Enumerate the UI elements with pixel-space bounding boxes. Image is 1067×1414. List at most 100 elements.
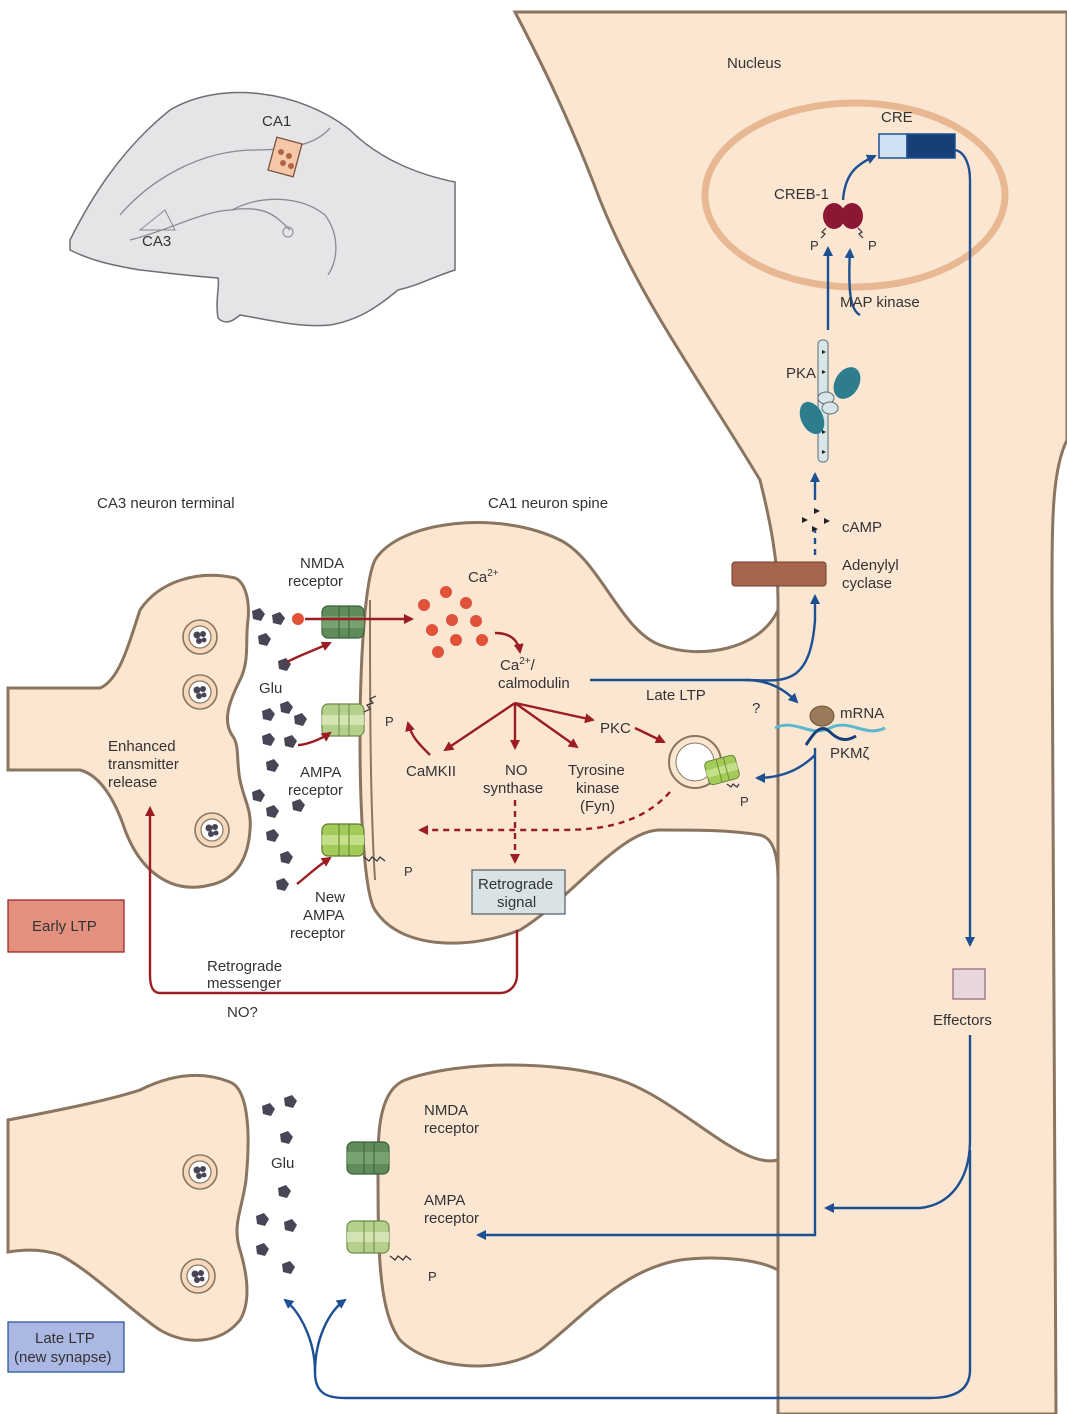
glutamate-icon [278,1185,291,1198]
creb-dimer-icon [820,203,864,239]
glutamate-icon [284,735,297,748]
camp-label: cAMP [842,519,882,536]
camkii-label: CaMKII [406,763,456,780]
ampa-label-2: receptor [288,782,343,799]
calcium-ion-icon [426,624,438,636]
synaptic-vesicle-icon [180,1258,216,1294]
glutamate-icon [262,708,275,721]
glutamate-icon [252,608,265,621]
synaptic-vesicle-icon [182,619,218,655]
mrna-label: mRNA [840,705,884,722]
ca2-label: Ca2+ [468,568,499,586]
calmodulin-ca-base: Ca [500,657,520,674]
glutamate-icon [266,805,279,818]
glutamate-icon [256,1213,269,1226]
no-synthase-label-1: NO [505,762,528,779]
ampa-label-1: AMPA [300,764,341,781]
calcium-ions [292,586,488,658]
pka-molecule-icon [799,339,861,463]
glutamate-group-lower [256,1095,297,1274]
nmda-lower-label-1: NMDA [424,1102,468,1119]
ca1-dendrite-region [512,10,1067,1414]
spine-upper-inner [369,599,376,881]
glutamate-icon [282,1261,295,1274]
effectors-label: Effectors [933,1012,992,1029]
glutamate-icon [252,789,265,802]
pkc-label: PKC [600,720,631,737]
late-ltp-legend-label-2: (new synapse) [14,1349,112,1366]
cre-label: CRE [881,109,913,126]
retrograde-signal-label-2: signal [497,894,536,911]
nmda-label-1: NMDA [300,555,344,572]
mrna-strand-icon [774,705,886,746]
early-ltp-arrows [145,614,666,995]
creb-label: CREB-1 [774,186,829,203]
retro-messenger-label-1: Retrograde [207,958,282,975]
calcium-ion-icon [292,613,304,625]
nmda-receptor-icon [346,1141,390,1175]
glutamate-group-upper [252,608,307,891]
nmda-label-2: receptor [288,573,343,590]
glutamate-icon [280,1131,293,1144]
glutamate-icon [262,1103,275,1116]
phospho-label: P [428,1269,437,1284]
retrograde-signal-label-1: Retrograde [478,876,553,893]
phospho-tail [363,856,386,862]
phospho-label: P [868,238,877,253]
glutamate-icon [266,759,279,772]
phospho-label: P [740,794,749,809]
glutamate-icon [294,713,307,726]
ca3-terminal-lower [6,1073,250,1342]
adenylyl-label-1: Adenylyl [842,557,899,574]
pkmz-label: PKMζ [830,745,870,762]
glutamate-icon [284,1219,297,1232]
phospho-label: P [810,238,819,253]
synaptic-vesicle-icon [182,674,218,710]
late-ltp-arrows [283,148,975,1400]
early-ltp-legend-label: Early LTP [32,918,97,935]
phospho-label: P [404,864,413,879]
ampa-lower-label-2: receptor [424,1210,479,1227]
brain-hippocampus-icon [69,91,456,327]
retro-messenger-label-2: messenger [207,975,281,992]
adenylyl-cyclase-icon [731,561,827,587]
question-label: ? [752,700,760,717]
ca3-terminal-upper [6,573,252,889]
calcium-ion-icon [418,599,430,611]
ca1-spine-label: CA1 neuron spine [488,495,608,512]
calmodulin-ca-sup: 2+ [519,656,531,667]
glu-label-upper: Glu [259,680,282,697]
tyrosine-label-1: Tyrosine [568,762,625,779]
phospho-tail [363,695,377,713]
synaptic-vesicle-icon [182,1154,218,1190]
glutamate-icon [280,851,293,864]
late-ltp-inline-label: Late LTP [646,687,706,704]
ca1-label: CA1 [262,113,291,130]
calcium-ion-icon [476,634,488,646]
glutamate-icon [292,799,305,812]
no-question-label: NO? [227,1004,258,1021]
glu-label-lower: Glu [271,1155,294,1172]
calmodulin-label-1: Ca2+/ [500,656,536,674]
glutamate-icon [272,612,285,625]
glutamate-icon [262,733,275,746]
calcium-ion-icon [470,615,482,627]
cre-element-light [878,133,908,159]
late-ltp-legend-box [7,1321,125,1373]
effectors-icon [952,968,986,1000]
calmodulin-label-2: calmodulin [498,675,570,692]
calcium-ion-icon [460,597,472,609]
nucleus [701,99,1009,291]
calmodulin-slash: / [531,657,536,674]
glutamate-icon [280,701,293,714]
ca3-label: CA3 [142,233,171,250]
phospho-tail [726,783,740,788]
glutamate-icon [284,1095,297,1108]
glutamate-icon [276,878,289,891]
calcium-ion-icon [446,614,458,626]
enhanced-label-1: Enhanced [108,738,176,755]
calcium-ion-icon [432,646,444,658]
new-ampa-label-1: New [315,889,345,906]
pka-label: PKA [786,365,816,382]
